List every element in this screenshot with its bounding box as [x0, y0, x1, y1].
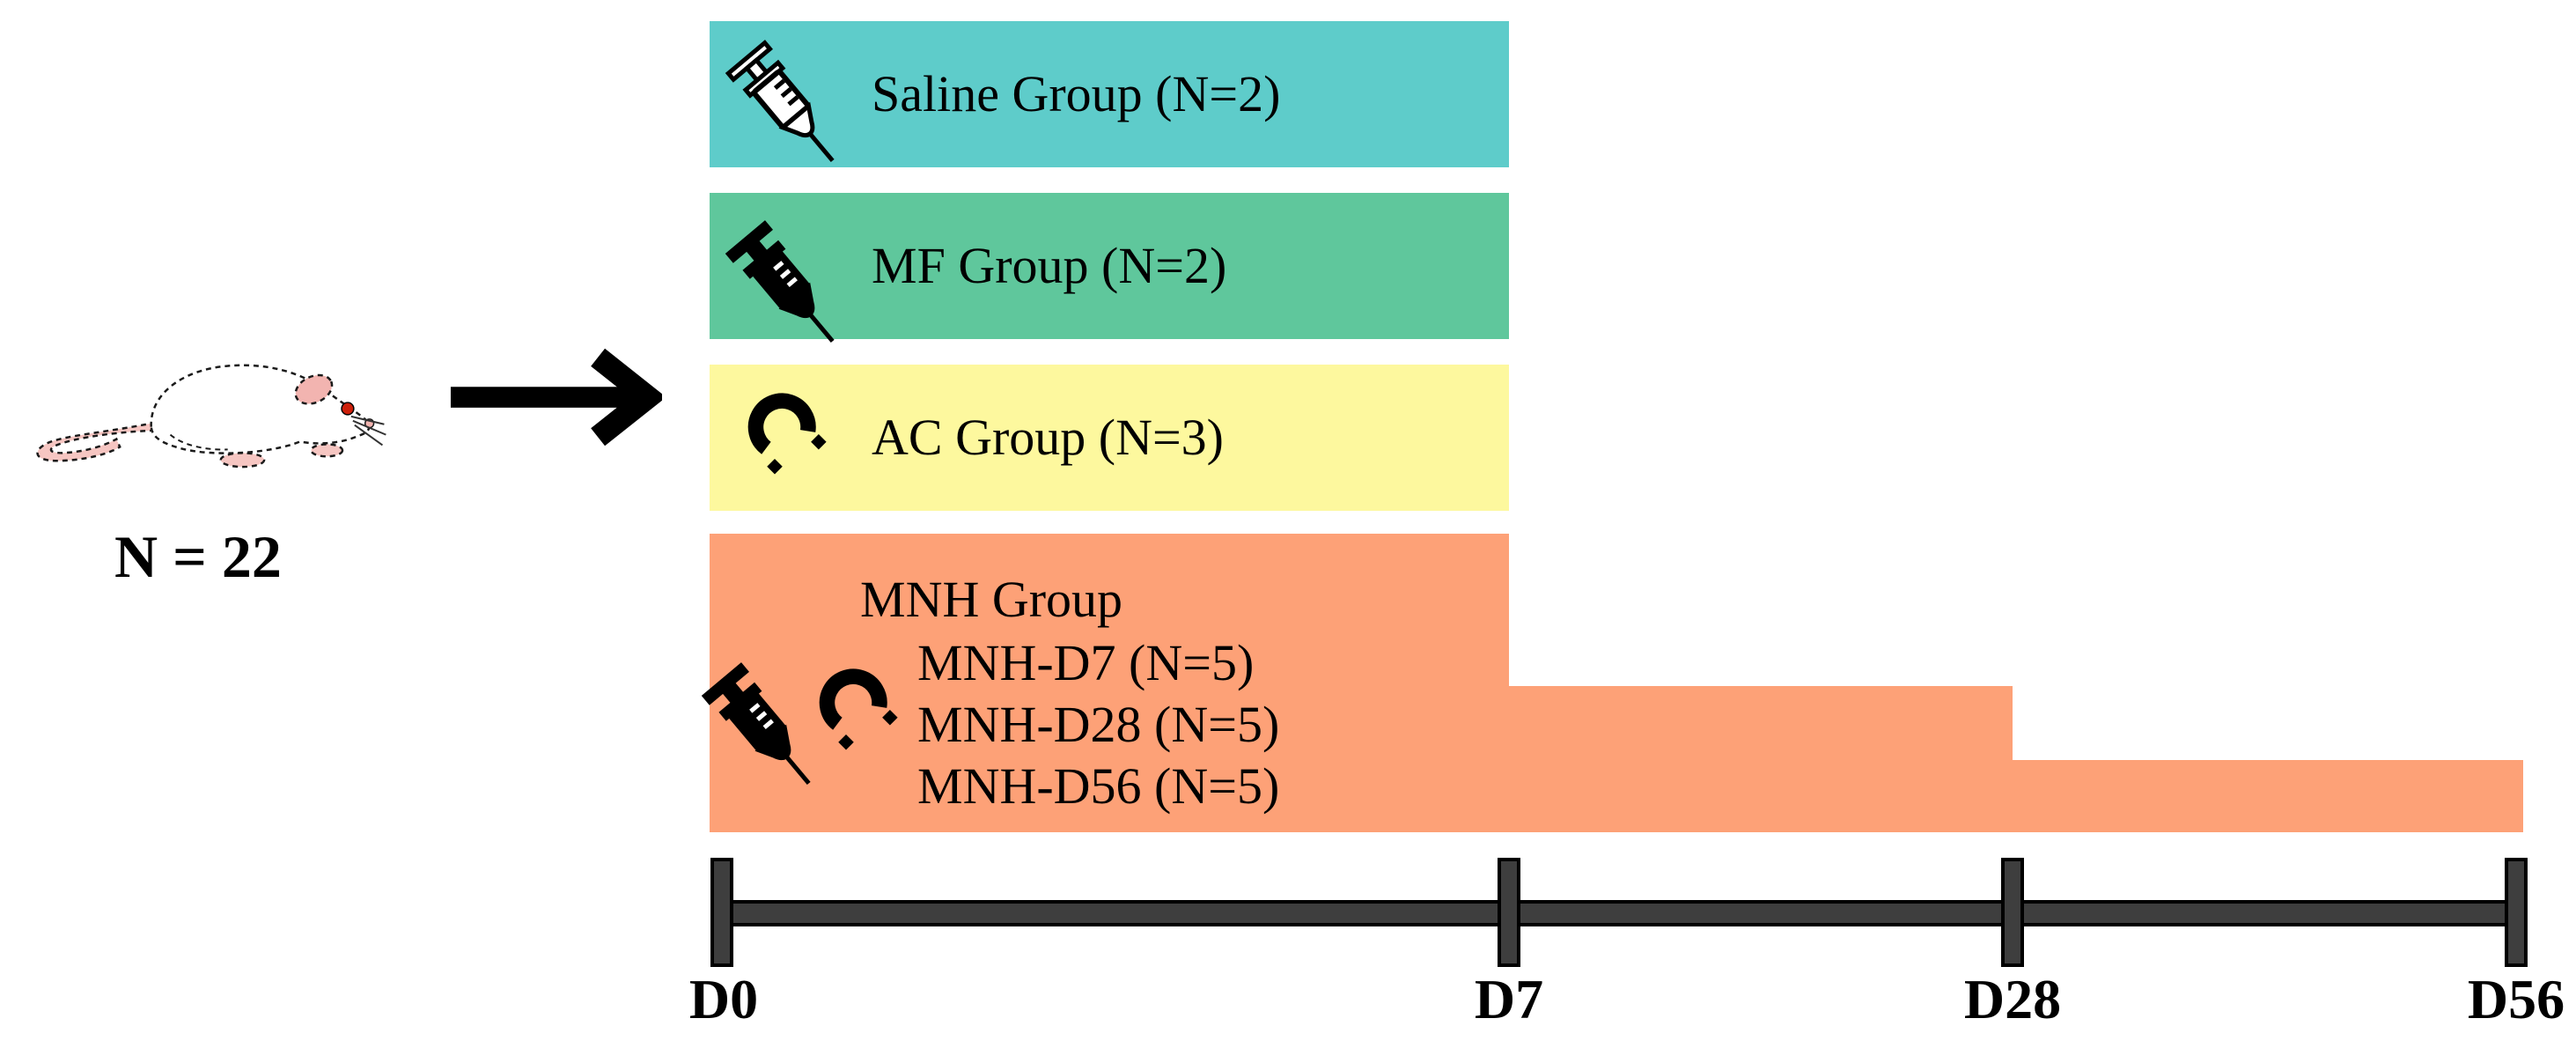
timeline-label-d28: D28: [1963, 968, 2062, 1030]
rat-icon: [36, 364, 386, 469]
rat-illustration: [19, 337, 387, 476]
magnet-icon: [809, 660, 902, 764]
group-label-saline: Saline Group (N=2): [872, 65, 1281, 122]
timeline-tick-d56: [2505, 858, 2528, 967]
population-count-label: N = 22: [114, 523, 282, 590]
syringe-icon: [722, 216, 863, 370]
group-bar-mnh-segment-d28-d56: [2013, 760, 2523, 832]
group-bar-ac: [710, 365, 1509, 511]
syringe-icon: [722, 35, 863, 189]
group-label-mf: MF Group (N=2): [872, 237, 1227, 294]
group-bar-mnh-segment-d7-d28: [1509, 686, 2013, 832]
subgroup-label-mnh-d56: MNH-D56 (N=5): [917, 757, 1280, 815]
magnet-icon: [738, 384, 830, 489]
subgroup-label-mnh-d7: MNH-D7 (N=5): [917, 634, 1255, 691]
syringe-icon: [698, 658, 839, 812]
timeline-tick-d0: [710, 858, 733, 967]
timeline-label-d7: D7: [1474, 968, 1544, 1030]
subgroup-label-mnh-d28: MNH-D28 (N=5): [917, 696, 1280, 753]
timeline-label-d56: D56: [2467, 968, 2565, 1030]
timeline-tick-d7: [1498, 858, 1520, 967]
group-bar-saline: [710, 21, 1509, 167]
timeline-bar: [722, 900, 2516, 926]
group-label-mnh: MNH Group: [860, 571, 1123, 628]
arrow-right-icon: [442, 347, 666, 451]
group-label-ac: AC Group (N=3): [872, 409, 1224, 466]
group-bar-mf: [710, 193, 1509, 339]
timeline-label-d0: D0: [688, 968, 759, 1030]
timeline-tick-d28: [2001, 858, 2024, 967]
